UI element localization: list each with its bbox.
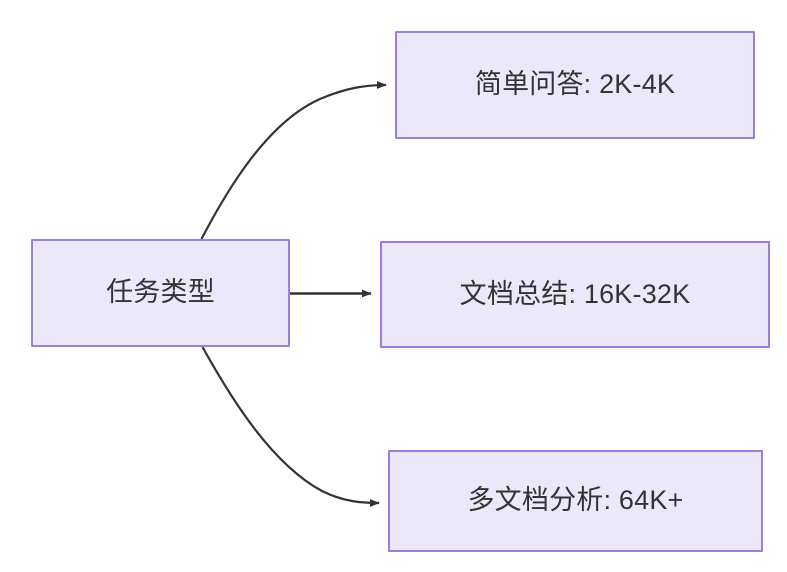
edge-root-to-simple-qa [200,81,387,240]
node-multi-doc-analysis[interactable]: 多文档分析: 64K+ [388,450,763,552]
node-label-multi-doc-analysis: 多文档分析: 64K+ [467,485,684,516]
node-label-doc-summary: 文档总结: 16K-32K [459,278,691,309]
edge-root-to-multi-doc [201,346,380,507]
node-label-simple-qa: 简单问答: 2K-4K [474,69,676,100]
node-label-task-type: 任务类型 [106,277,215,308]
node-doc-summary[interactable]: 文档总结: 16K-32K [380,241,770,348]
node-task-type[interactable]: 任务类型 [31,239,290,347]
node-simple-qa[interactable]: 简单问答: 2K-4K [395,31,755,139]
